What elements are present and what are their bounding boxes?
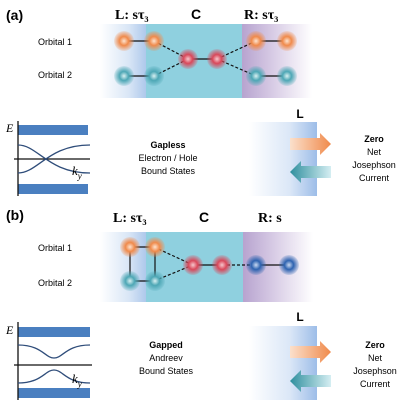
- arrow-right-icon: [290, 341, 331, 363]
- orbital-2-label: Orbital 2: [38, 278, 72, 288]
- orbital-orange: [114, 31, 134, 51]
- band-plot-gapless: E ky: [5, 121, 91, 196]
- bound-state-curve: [17, 369, 91, 384]
- orbital-teal: [114, 66, 134, 86]
- upper-band: [18, 327, 90, 337]
- state-line-1: Electron / Hole: [138, 153, 197, 163]
- bound-state-curve: [17, 344, 91, 359]
- orbital-blue: [246, 255, 266, 275]
- orbital-teal: [145, 271, 165, 291]
- region-center-label: C: [199, 209, 209, 225]
- orbital-orange: [144, 31, 164, 51]
- band-plot-gapped: E ky: [5, 322, 92, 400]
- lead-label: L: [296, 107, 303, 121]
- panel-b-tag: (b): [6, 207, 24, 223]
- region-right-label: R: s: [258, 211, 282, 226]
- current-title: Zero: [365, 340, 385, 350]
- axis-k-label: ky: [72, 163, 82, 181]
- lead-bg: [249, 326, 317, 400]
- current-line-3: Current: [360, 379, 391, 389]
- orbital-red: [178, 49, 198, 69]
- lead-label: L: [296, 310, 303, 324]
- orbital-1-label: Orbital 1: [38, 37, 72, 47]
- current-line-2: Josephson: [353, 366, 397, 376]
- arrow-left-icon: [290, 161, 331, 183]
- orbital-teal: [120, 271, 140, 291]
- orbital-orange: [277, 31, 297, 51]
- current-title: Zero: [364, 134, 384, 144]
- arrow-right-icon: [290, 133, 331, 155]
- region-left-label: L: sτ₃: [115, 8, 149, 23]
- orbital-teal: [277, 66, 297, 86]
- region-right-label: R: sτ₃: [244, 8, 278, 23]
- current-line-3: Current: [359, 173, 390, 183]
- orbital-orange: [145, 237, 165, 257]
- orbital-blue: [279, 255, 299, 275]
- region-left-label: L: sτ₃: [113, 211, 147, 226]
- state-line-2: Bound States: [139, 366, 194, 376]
- current-line-1: Net: [368, 353, 383, 363]
- state-line-1: Andreev: [149, 353, 183, 363]
- lower-band: [18, 388, 90, 398]
- panel-a: (a) L: sτ₃ C R: sτ₃ Orbital 1 Orbital 2: [5, 6, 396, 196]
- lead-bg: [249, 122, 317, 196]
- state-title: Gapless: [150, 140, 185, 150]
- panel-b: (b) L: sτ₃ C R: s Orbital 1 Orbital 2: [5, 207, 397, 400]
- state-line-2: Bound States: [141, 166, 196, 176]
- orbital-2-label: Orbital 2: [38, 70, 72, 80]
- state-title: Gapped: [149, 340, 183, 350]
- arrow-left-icon: [290, 370, 331, 392]
- orbital-orange: [120, 237, 140, 257]
- orbital-1-label: Orbital 1: [38, 243, 72, 253]
- axis-k-label: ky: [72, 371, 82, 389]
- panel-a-tag: (a): [6, 7, 23, 23]
- current-line-2: Josephson: [352, 160, 396, 170]
- orbital-red: [212, 255, 232, 275]
- axis-e-label: E: [5, 121, 14, 135]
- current-line-1: Net: [367, 147, 382, 157]
- orbital-red: [207, 49, 227, 69]
- lower-band: [18, 184, 88, 194]
- orbital-orange: [246, 31, 266, 51]
- region-center-label: C: [191, 6, 201, 22]
- bound-state-curve: [17, 144, 91, 174]
- upper-band: [18, 125, 88, 135]
- axis-e-label: E: [5, 323, 14, 337]
- orbital-teal: [246, 66, 266, 86]
- orbital-red: [183, 255, 203, 275]
- orbital-teal: [144, 66, 164, 86]
